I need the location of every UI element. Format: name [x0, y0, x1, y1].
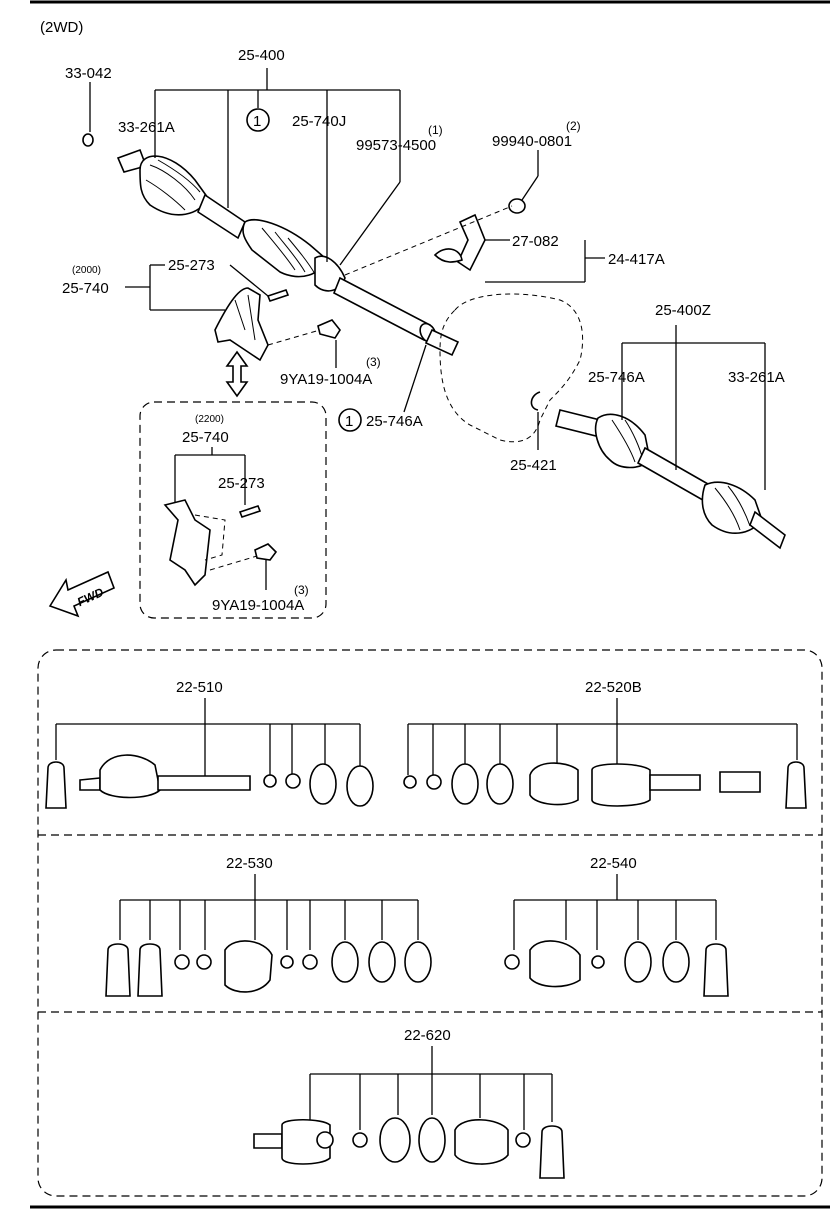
circle-callout-1 [246, 108, 270, 132]
kit-label-22-540: 22-540 [590, 855, 637, 872]
bolt-9YA19 [317, 319, 341, 339]
left-drive-shaft [82, 133, 460, 357]
circle-callout-1b [338, 408, 362, 432]
right-drive-shaft [555, 325, 786, 550]
bearing-clamp [433, 248, 463, 263]
kit-22-540 [504, 874, 729, 997]
kit-label-22-520B: 22-520B [585, 679, 642, 696]
label-25-746A-right: 25-746A [588, 369, 645, 386]
label-24-417A: 24-417A [608, 251, 665, 268]
label-25-421: 25-421 [510, 457, 557, 474]
variant-label: (2WD) [40, 19, 83, 36]
spline-end [424, 328, 460, 357]
inset-label-25-740: 25-740 [182, 429, 229, 446]
bracket-24-417A [344, 150, 605, 283]
kit-boot [99, 754, 161, 799]
inset-bracket-part [163, 499, 211, 587]
stud-25-273 [266, 289, 290, 302]
qty-1: (1) [428, 123, 443, 137]
qty-2: (2) [566, 119, 581, 133]
qty-3: (3) [366, 355, 381, 369]
right-outer-stub [749, 510, 786, 550]
inset-label-25-273: 25-273 [218, 475, 265, 492]
transaxle-outline [439, 293, 584, 443]
kit-label-22-530: 22-530 [226, 855, 273, 872]
kits-box [37, 649, 823, 1197]
inset-2200-box [139, 401, 327, 619]
label-33-261A-right: 33-261A [728, 369, 785, 386]
label-27-082: 27-082 [512, 233, 559, 250]
inset-bolt [254, 543, 278, 561]
circle-label-1b: 1 [345, 413, 353, 430]
inset-stud [238, 505, 262, 518]
double-arrow-icon [225, 350, 249, 398]
intermediate-bracket [214, 287, 269, 362]
label-99573-4500: 99573-4500 [356, 137, 436, 154]
nut-99940-0801 [508, 198, 526, 214]
inset-bracket [163, 447, 278, 590]
kit-label-22-620: 22-620 [404, 1027, 451, 1044]
right-inner-stub [555, 409, 601, 437]
label-25-740-2000: 25-740 [62, 280, 109, 297]
year-2000: (2000) [72, 265, 101, 276]
kit-22-530 [105, 874, 432, 997]
inset-label-9YA19: 9YA19-1004A [212, 597, 304, 614]
kit-22-510 [45, 698, 374, 809]
label-33-042: 33-042 [65, 65, 112, 82]
washer-33-042 [82, 133, 94, 147]
label-25-746A: 25-746A [366, 413, 423, 430]
fwd-arrow-icon: FWD [48, 570, 116, 618]
kit-label-22-510: 22-510 [176, 679, 223, 696]
label-33-261A: 33-261A [118, 119, 175, 136]
long-shaft [332, 276, 432, 342]
leader-25-746A [403, 344, 427, 413]
label-25-400: 25-400 [238, 47, 285, 64]
shaft-outer [197, 193, 247, 240]
label-9YA19-1004A: 9YA19-1004A [280, 371, 372, 388]
inner-boot [242, 218, 326, 278]
right-outer-boot [701, 481, 763, 534]
clip-25-421 [530, 391, 541, 411]
circle-label-1: 1 [253, 113, 261, 130]
label-25-740J: 25-740J [292, 113, 346, 130]
kit-shaft [157, 775, 251, 791]
kit-22-520B [403, 698, 807, 809]
grease-tube [45, 761, 67, 809]
label-25-273: 25-273 [168, 257, 215, 274]
inset-qty-3: (3) [294, 583, 309, 597]
bracket-25-740 [125, 264, 341, 398]
outer-boot [139, 155, 209, 216]
upper-left-leaders [89, 68, 401, 266]
kit-22-620 [253, 1046, 565, 1179]
kit-housing [591, 763, 651, 807]
bracket-27-082 [456, 213, 486, 272]
label-25-400Z: 25-400Z [655, 302, 711, 319]
label-99940-0801: 99940-0801 [492, 133, 572, 150]
year-2200: (2200) [195, 414, 224, 425]
